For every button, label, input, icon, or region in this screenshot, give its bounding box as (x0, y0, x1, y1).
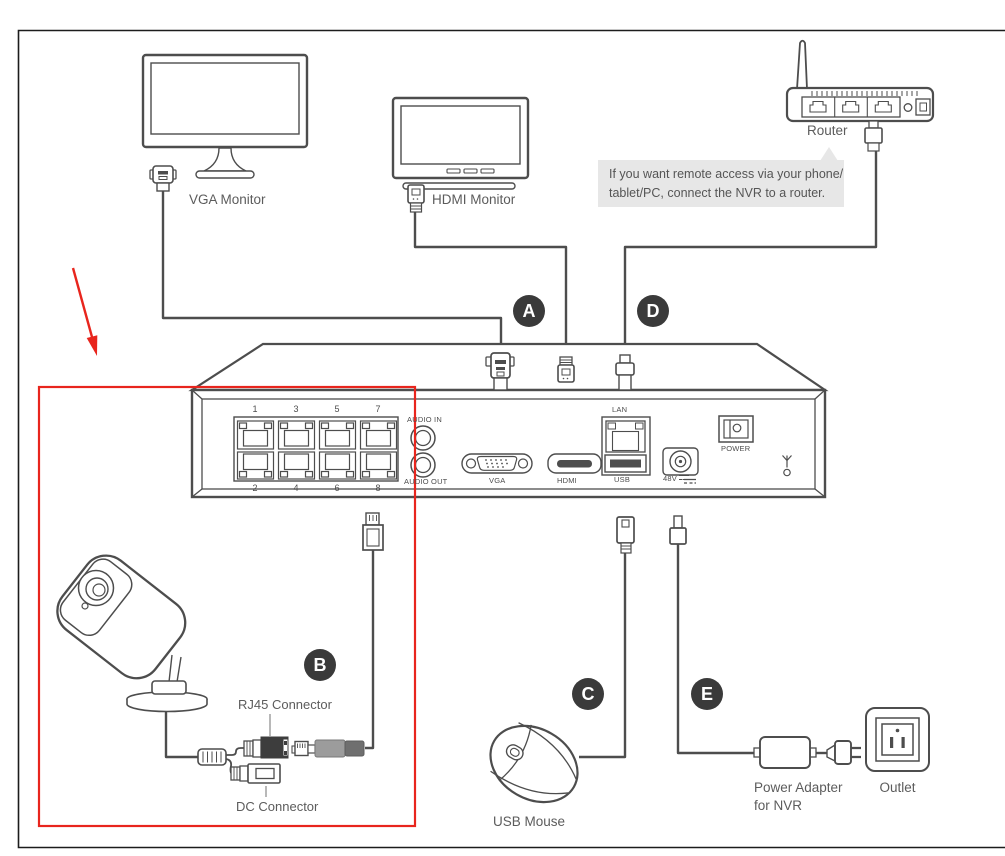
vga-plug-connector (485, 352, 515, 391)
poe-number-7: 7 (375, 404, 381, 414)
vga-monitor-label: VGA Monitor (189, 192, 266, 207)
power-adapter-label-line2: for NVR (754, 798, 803, 813)
badge-a: A (513, 295, 545, 327)
red-arrow (71, 267, 94, 338)
red-highlight-box (37, 385, 417, 828)
badge-e: E (691, 678, 723, 710)
48v-port-label: 48V (663, 474, 689, 483)
hdmi-monitor-label: HDMI Monitor (432, 192, 516, 207)
vga-monitor-plug (149, 165, 177, 192)
usb-port (604, 454, 647, 473)
poe-number-1: 1 (252, 404, 258, 414)
camera-cable (164, 711, 198, 759)
poe-number-8: 8 (375, 483, 381, 493)
usb-mouse-label: USB Mouse (493, 814, 566, 829)
rj45-connector-pair (243, 736, 365, 759)
poe-number-6: 6 (334, 483, 340, 493)
camera-pigtail (197, 747, 244, 774)
outlet (865, 707, 930, 772)
vga-cable (161, 191, 503, 354)
poe-number-4: 4 (293, 483, 299, 493)
note-pointer (820, 147, 838, 161)
vga-port (461, 453, 533, 474)
red-arrow-head (86, 335, 98, 356)
lan-port-label: LAN (612, 405, 628, 414)
audio-in-label: AUDIO IN (407, 415, 442, 424)
wall-plug (826, 740, 861, 765)
usb-mouse (489, 722, 579, 804)
router-cable (623, 150, 878, 355)
poe-number-3: 3 (293, 404, 299, 414)
hdmi-cable (413, 212, 568, 357)
poe-number-2: 2 (252, 483, 258, 493)
power-adapter-label-line1: Power Adapter (754, 780, 843, 795)
camera (56, 554, 208, 713)
hdmi-port-label: HDMI (557, 476, 577, 485)
audio-jacks (410, 425, 436, 478)
ethernet-plug-connector-d (615, 354, 635, 391)
router-label: Router (807, 123, 848, 138)
note-line-1: If you want remote access via your phone… (609, 167, 844, 181)
poe-number-5: 5 (334, 404, 340, 414)
dc-connector-plug (230, 763, 281, 784)
router (785, 39, 935, 123)
dc-symbol-icon (684, 478, 696, 484)
router-ethernet-plug (864, 120, 883, 152)
power-switch (718, 415, 754, 443)
dc-symbol (678, 474, 689, 481)
hdmi-plug-connector (557, 356, 575, 383)
vga-monitor (141, 53, 309, 179)
audio-out-label: AUDIO OUT (404, 477, 448, 486)
power-switch-label: POWER (721, 444, 751, 453)
dc-plug-e (669, 515, 687, 545)
badge-c: C (572, 678, 604, 710)
nvr-poe-ports (233, 416, 399, 482)
badge-b: B (304, 649, 336, 681)
poe-cable (365, 550, 375, 750)
lan-port (601, 416, 651, 476)
nvr-chassis (188, 342, 829, 499)
usb-port-label: USB (614, 475, 631, 484)
rj45-connector-label: RJ45 Connector (238, 697, 332, 712)
usb-plug-c (616, 516, 635, 554)
router-antenna (796, 39, 808, 90)
red-annotations (37, 267, 417, 828)
hdmi-port (547, 453, 602, 474)
rj45-plug-b (362, 512, 384, 551)
vga-port-label: VGA (489, 476, 506, 485)
hdmi-monitor (391, 96, 530, 190)
power-cable (676, 544, 754, 755)
connector-label-lines (265, 714, 271, 797)
note-bubble: If you want remote access via your phone… (598, 160, 844, 207)
dc-connector-label: DC Connector (236, 799, 319, 814)
badge-d: D (637, 295, 669, 327)
outlet-label: Outlet (879, 780, 916, 795)
note-line-2: tablet/PC, connect the NVR to a router. (609, 186, 826, 200)
mouse-cable (579, 553, 627, 759)
antenna-indicator-icon (782, 455, 792, 477)
cables (161, 150, 878, 759)
page-frame (17, 29, 1005, 849)
hdmi-monitor-plug (407, 184, 425, 213)
power-adapter (753, 736, 817, 769)
